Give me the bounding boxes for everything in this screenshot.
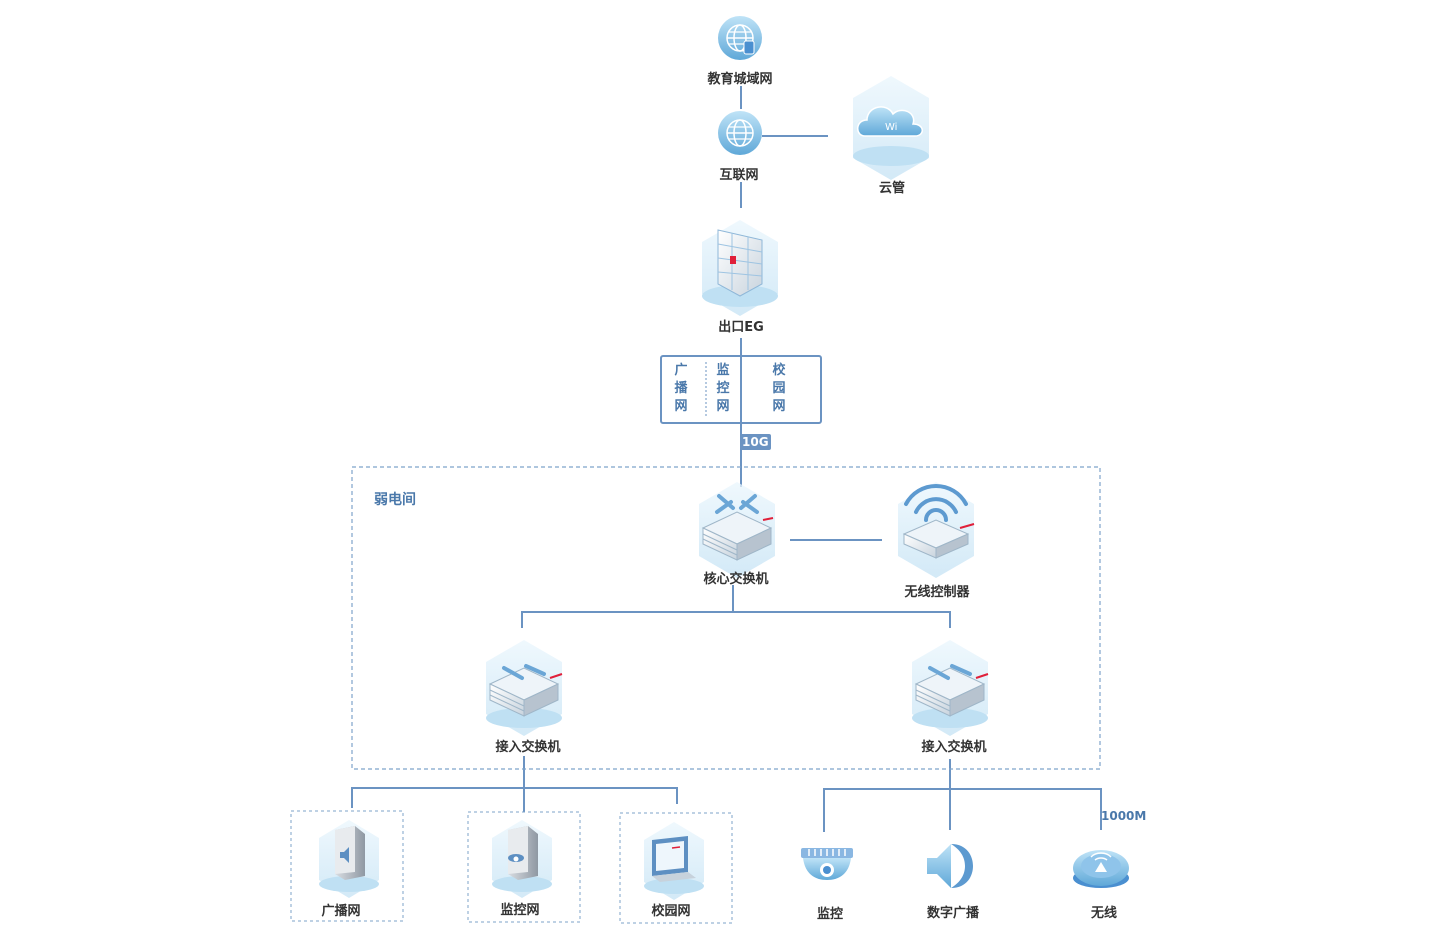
vlan-monitor-label: 监控网 (716, 363, 730, 414)
vlan-box (660, 355, 822, 424)
vlan-campus-label: 校园网 (772, 363, 786, 414)
cloud-label: 云管 (878, 181, 906, 196)
core-switch-label: 核心交换机 (703, 572, 769, 587)
monitor-server-box (467, 811, 581, 923)
wireless-controller-label: 无线控制器 (904, 585, 970, 600)
link-core-access-right (733, 611, 951, 628)
uplink-speed-badge: 10G (740, 434, 771, 450)
ap-link-speed-label: 1000M (1101, 809, 1147, 823)
monitor-server-label: 监控网 (500, 903, 540, 918)
edu-metro-label: 教育城域网 (707, 72, 773, 87)
link-core-access (521, 585, 734, 628)
broadcast-server-label: 广播网 (321, 904, 361, 919)
campus-server-box (619, 812, 733, 924)
access-switch-right-label: 接入交换机 (921, 740, 987, 755)
globe-icon (718, 111, 762, 155)
access-switch-icon (912, 640, 989, 736)
core-switch-icon (699, 482, 775, 578)
weak-current-room-title: 弱电间 (374, 492, 416, 508)
camera-icon (801, 848, 853, 880)
campus-server-icon (644, 822, 704, 900)
access-switch-left-label: 接入交换机 (495, 740, 561, 755)
wireless-ap-label: 无线 (1090, 906, 1118, 921)
wireless-controller-icon (898, 482, 975, 578)
link-right-branch (823, 788, 1102, 832)
globe-icon (718, 16, 762, 60)
weak-current-room-boundary (351, 466, 1101, 770)
svg-text:Wi: Wi (885, 122, 897, 133)
link-left-branch (351, 787, 678, 808)
speaker-icon (927, 844, 973, 888)
firewall-icon (702, 220, 778, 316)
digital-broadcast-label: 数字广播 (926, 906, 980, 921)
vlan-broadcast-label: 广播网 (674, 363, 688, 414)
internet-label: 互联网 (719, 168, 759, 183)
wireless-ap-icon (1073, 850, 1129, 888)
access-switch-icon (486, 640, 563, 736)
connection-lines (351, 86, 1102, 832)
camera-label: 监控 (816, 907, 844, 922)
broadcast-server-box (290, 810, 404, 922)
campus-server-label: 校园网 (651, 904, 691, 919)
monitor-server-icon (492, 820, 552, 898)
broadcast-server-icon (319, 820, 379, 898)
cloud-icon: Wi (853, 76, 929, 180)
egress-label: 出口EG (718, 320, 764, 335)
